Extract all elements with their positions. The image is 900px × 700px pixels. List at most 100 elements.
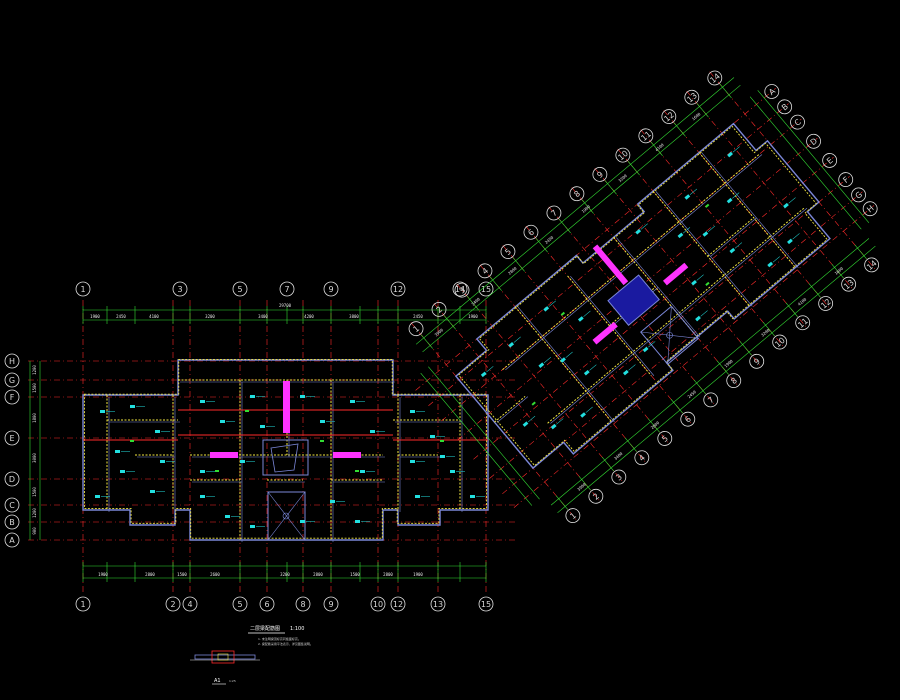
r-beam-tag-line-6 <box>589 364 597 371</box>
r-axis-bubble-top-7[interactable]: 7 <box>544 203 564 223</box>
row-axis-bubble-D[interactable]: D <box>4 471 20 487</box>
beam-tag-5 <box>150 490 155 493</box>
bottom-axis-bubble-15[interactable]: 15 <box>478 596 494 612</box>
r-beam-tag-7 <box>622 369 629 376</box>
bottom-axis-bubble-9[interactable]: 9 <box>323 596 339 612</box>
bottom-axis-bubble-6[interactable]: 6 <box>259 596 275 612</box>
r-axis-bubble-bot-2[interactable]: 2 <box>586 486 606 506</box>
row-axis-bubble-B[interactable]: B <box>4 514 20 530</box>
r-axis-bubble-top-8[interactable]: 8 <box>567 184 587 204</box>
r-axis-bubble-top-1[interactable]: 1 <box>406 319 426 339</box>
row-axis-bubble-E-label: E <box>9 434 14 443</box>
bottom-axis-bubble-8[interactable]: 8 <box>295 596 311 612</box>
r-dim-tick-top-4 <box>512 257 525 272</box>
r-row-bubble-B[interactable]: B <box>775 97 795 117</box>
r-row-bubble-G[interactable]: G <box>849 185 869 205</box>
top-axis-bubble-14[interactable]: 14 <box>452 281 468 297</box>
bottom-dim-text-1: 2800 <box>145 572 155 577</box>
left-dim-text-6: 900 <box>32 527 37 535</box>
row-axis-bubble-D-circle <box>4 471 20 487</box>
r-row-bubble-A[interactable]: A <box>762 82 782 102</box>
top-dim-text-4: 3400 <box>258 314 268 319</box>
r-grid-hline-4 <box>473 156 834 460</box>
r-dim-text-bot-0: 3900 <box>576 481 587 491</box>
bottom-axis-bubble-6-label: 6 <box>264 600 269 609</box>
r-dim-tick-top-6 <box>558 218 571 234</box>
r-axis-bubble-top-13-circle <box>684 89 700 105</box>
top-axis-bubble-1[interactable]: 1 <box>75 281 91 297</box>
row-axis-bubble-F[interactable]: F <box>4 389 20 405</box>
row-axis-bubble-A-circle <box>4 532 20 548</box>
row-axis-bubble-C[interactable]: C <box>4 497 20 513</box>
r-axis-bubble-bot-8[interactable]: 8 <box>724 371 744 391</box>
bottom-axis-bubble-13[interactable]: 13 <box>430 596 446 612</box>
r-beam-tag-line-13 <box>732 146 740 153</box>
r-axis-bubble-bot-3[interactable]: 3 <box>609 467 629 487</box>
r-axis-bubble-bot-7[interactable]: 7 <box>701 390 721 410</box>
r-rebar-mark-3 <box>704 203 710 208</box>
bottom-axis-bubble-4[interactable]: 4 <box>182 596 198 612</box>
top-axis-bubble-3[interactable]: 3 <box>172 281 188 297</box>
left-top-axis-bubbles[interactable]: 1 3 5 7 9 12 14 15 <box>75 281 494 297</box>
row-axis-bubble-H[interactable]: H <box>4 353 20 369</box>
r-axis-bubble-top-3[interactable]: 3 <box>452 280 472 300</box>
row-axis-bubble-A[interactable]: A <box>4 532 20 548</box>
beam-tag-14 <box>200 495 205 498</box>
r-dim-tick-bot-3 <box>624 437 637 452</box>
r-axis-bubble-bot-1[interactable]: 1 <box>563 506 583 526</box>
r-interior-wall-9 <box>707 217 754 257</box>
r-axis-bubble-bot-5[interactable]: 5 <box>655 429 675 449</box>
r-beam-tag-12 <box>726 197 733 204</box>
r-row-bubble-D[interactable]: D <box>804 131 824 151</box>
bottom-axis-bubble-10[interactable]: 10 <box>370 596 386 612</box>
r-core-shaft <box>640 305 700 365</box>
r-row-bubble-C[interactable]: C <box>788 112 808 132</box>
r-axis-bubble-top-2[interactable]: 2 <box>429 300 449 320</box>
bottom-axis-bubble-1[interactable]: 1 <box>75 596 91 612</box>
bottom-axis-bubble-2[interactable]: 2 <box>165 596 181 612</box>
top-axis-bubble-15[interactable]: 15 <box>478 281 494 297</box>
r-axis-bubble-bot-6[interactable]: 6 <box>678 409 698 429</box>
r-axis-bubble-top-4[interactable]: 4 <box>475 261 495 281</box>
r-row-bubble-F[interactable]: F <box>836 170 856 190</box>
right-beam-annotations <box>480 146 800 430</box>
bottom-axis-bubble-5[interactable]: 5 <box>232 596 248 612</box>
r-interior-edge-5 <box>655 191 753 307</box>
top-dim-text-2: 4100 <box>149 314 159 319</box>
right-wall-outline <box>454 122 831 470</box>
row-axis-bubble-E[interactable]: E <box>4 430 20 446</box>
bottom-axis-bubble-13-label: 13 <box>433 600 443 609</box>
bottom-axis-bubble-12[interactable]: 12 <box>390 596 406 612</box>
r-axis-bubble-bot-13-circle <box>841 276 857 292</box>
top-axis-bubble-7[interactable]: 7 <box>279 281 295 297</box>
r-beam-tag-line-0 <box>486 366 494 373</box>
section-detail: A1 1:25 <box>190 650 260 685</box>
row-axis-bubble-G-label: G <box>9 376 15 385</box>
r-dim-vline-0 <box>420 372 533 506</box>
r-axis-bubble-bot-9[interactable]: 9 <box>747 351 767 371</box>
top-axis-bubble-5[interactable]: 5 <box>232 281 248 297</box>
r-interior-wall-5 <box>652 190 750 307</box>
r-row-bubble-H[interactable]: H <box>860 199 880 219</box>
top-axis-bubble-9[interactable]: 9 <box>323 281 339 297</box>
bottom-axis-bubble-12-label: 12 <box>393 600 403 609</box>
bottom-dim-text-8: 1900 <box>413 572 423 577</box>
row-axis-bubble-G[interactable]: G <box>4 372 20 388</box>
beam-tag-17 <box>330 500 335 503</box>
r-axis-bubble-bot-8-circle <box>726 373 742 389</box>
r-dim-tick-top-11 <box>673 122 686 137</box>
detail-slab <box>194 654 256 660</box>
r-axis-bubble-bot-8-label: 8 <box>729 376 739 386</box>
bottom-axis-bubble-6-circle <box>259 596 275 612</box>
top-axis-bubble-12[interactable]: 12 <box>390 281 406 297</box>
r-axis-bubble-top-5[interactable]: 5 <box>498 242 518 262</box>
r-axis-bubble-top-9[interactable]: 9 <box>590 165 610 185</box>
r-row-bubble-E[interactable]: E <box>820 151 840 171</box>
r-axis-bubble-bot-4[interactable]: 4 <box>632 448 652 468</box>
beam-tag-20 <box>430 435 435 438</box>
r-axis-bubble-top-6[interactable]: 6 <box>521 222 541 242</box>
top-dim-text-0: 1900 <box>90 314 100 319</box>
